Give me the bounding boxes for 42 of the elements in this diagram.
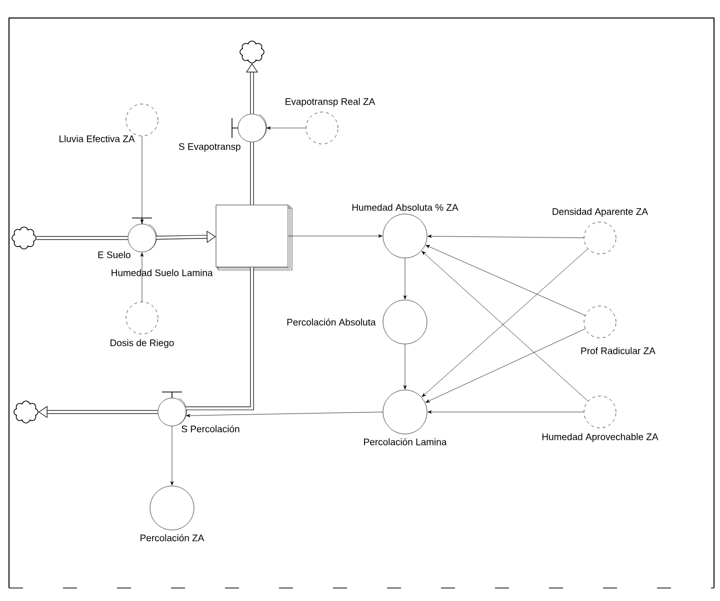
ghost-converter: Dosis de Riego <box>110 302 174 348</box>
node-label: S Percolación <box>182 425 240 432</box>
node-label: E Suelo <box>98 251 130 258</box>
cloud-symbol <box>12 226 36 250</box>
ghost-converter: Humedad Aprovechable ZA <box>542 396 658 442</box>
flow-valve: S Evapotransp <box>178 114 267 152</box>
flow-valve: E Suelo <box>98 218 157 258</box>
node-label: Humedad Aprovechable ZA <box>542 433 658 442</box>
connector-arrow <box>428 234 584 238</box>
connector-arrow <box>186 412 383 418</box>
ghost-converter: Densidad Aparente ZA <box>552 208 648 254</box>
connector-arrow <box>428 410 584 414</box>
node-label: Lluvia Efectiva ZA <box>60 135 135 142</box>
node-label: Percolación Absoluta <box>287 318 376 326</box>
ghost-converter: Lluvia Efectiva ZA <box>60 104 158 142</box>
ghost-converter: Prof Radicular ZA <box>581 306 656 354</box>
flow-valve: S Percolación <box>158 392 240 432</box>
ghost-converter: Evapotransp Real ZA <box>286 98 376 144</box>
connector-arrow <box>403 344 407 390</box>
connector-arrow <box>140 252 144 302</box>
connector-arrow <box>288 234 382 238</box>
node-label: Percolación ZA <box>140 534 204 542</box>
node-label: Densidad Aparente ZA <box>552 208 648 217</box>
flow-pipe <box>250 142 254 205</box>
node-label: Dosis de Riego <box>110 339 174 348</box>
node-label: Percolación Lamina <box>364 438 447 446</box>
node-label: Humedad Absoluta % ZA <box>352 204 458 211</box>
flow-pipe <box>186 267 254 410</box>
flow-pipe <box>36 236 128 240</box>
connector-arrow <box>425 328 586 403</box>
flow-pipe <box>156 230 216 243</box>
connector-arrow <box>266 126 306 130</box>
connector-arrow <box>140 136 144 224</box>
node-label: Evapotransp Real ZA <box>286 98 376 107</box>
connector-arrow <box>170 426 174 486</box>
node-label: S Evapotransp <box>178 143 240 152</box>
connector-arrow <box>403 258 407 300</box>
cloud-symbol <box>240 40 264 64</box>
node-label: Prof Radicular ZA <box>581 347 656 354</box>
connector-arrow <box>426 244 586 316</box>
cloud-symbol <box>14 400 38 424</box>
node-label: Humedad Suelo Lamina <box>112 269 213 276</box>
